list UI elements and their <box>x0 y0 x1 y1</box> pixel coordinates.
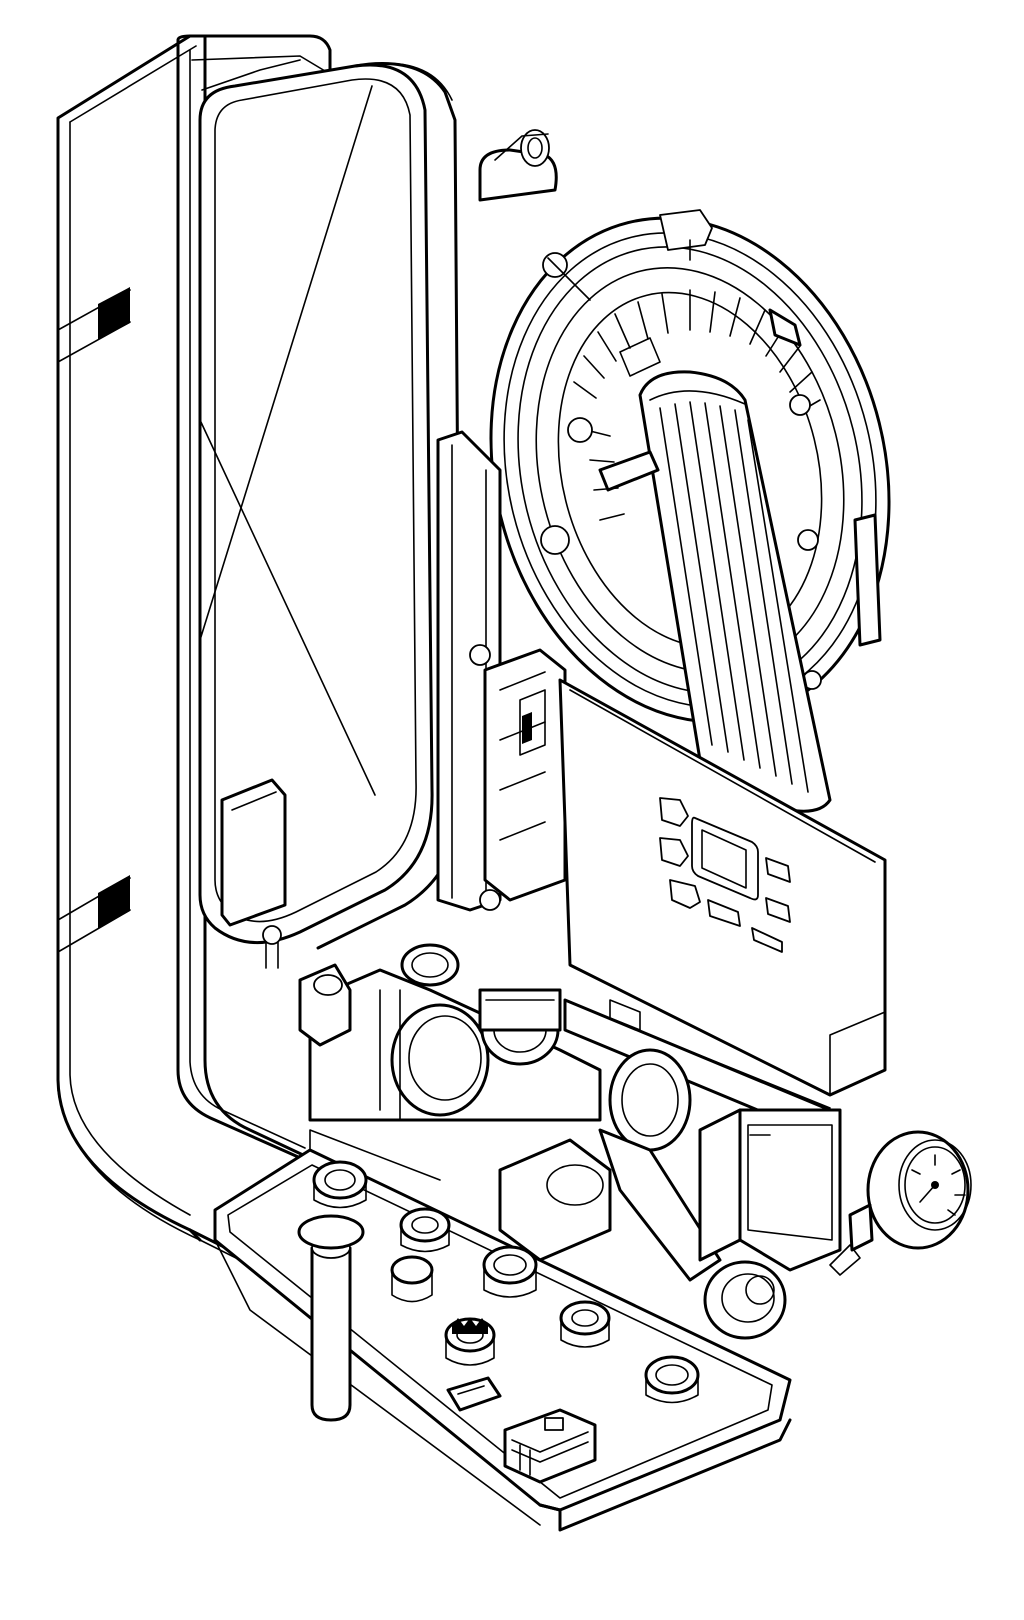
top-pipe-stub <box>478 129 558 202</box>
front-frame <box>176 34 332 1162</box>
pipe-connections <box>297 1160 700 1422</box>
pump-valve-cluster <box>298 943 787 1340</box>
heat-exchanger-tubes <box>598 337 832 813</box>
expansion-vessel <box>198 62 462 969</box>
pressure-gauge <box>829 1130 972 1276</box>
terminal-block <box>446 1376 597 1484</box>
control-panel <box>558 678 887 1142</box>
side-bracket <box>698 1108 842 1272</box>
centre-pipework <box>436 430 567 912</box>
